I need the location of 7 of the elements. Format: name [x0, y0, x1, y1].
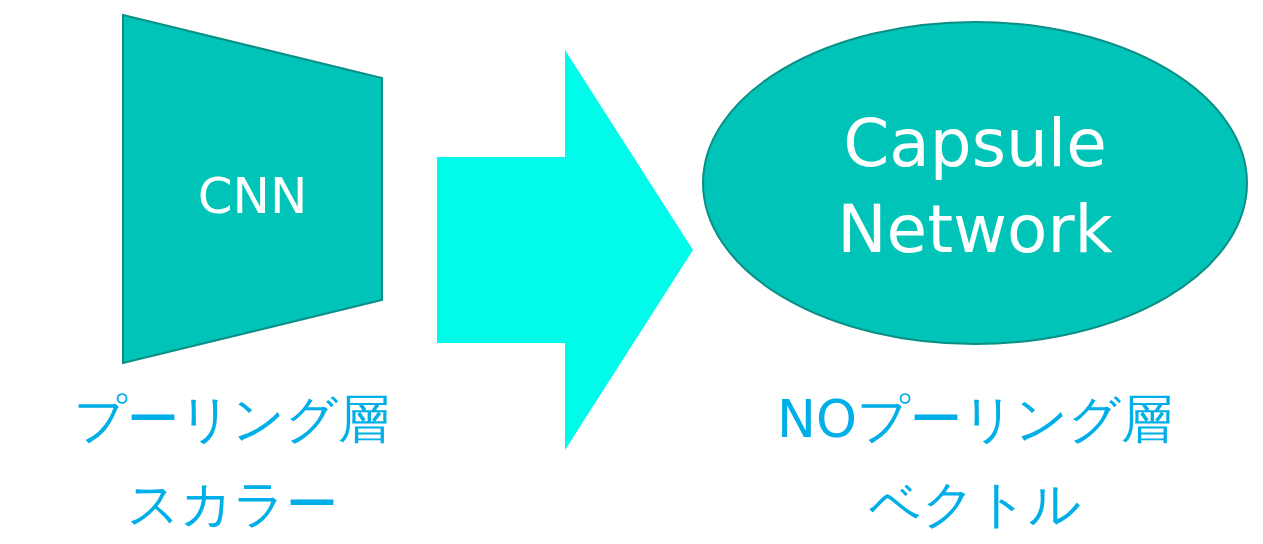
- node-label: Capsule Network: [837, 105, 1113, 268]
- node-label: CNN: [197, 167, 308, 225]
- caption-text: スカラー: [126, 473, 338, 536]
- block-arrow: [437, 50, 693, 450]
- caption-text: ベクトル: [869, 473, 1081, 536]
- caption-text: プーリング層: [74, 388, 390, 451]
- caption-text: NOプーリング層: [777, 388, 1173, 451]
